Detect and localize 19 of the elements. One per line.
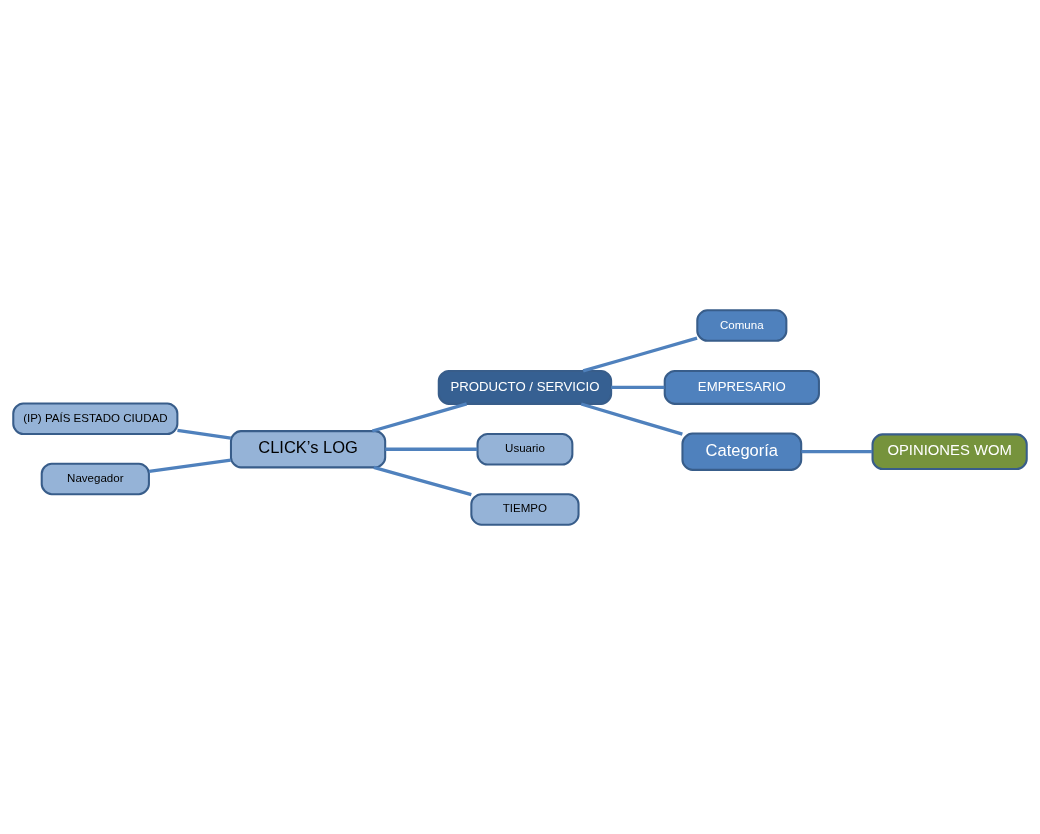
node-box: Navegador [40,462,150,495]
connector [385,447,478,451]
node-box: EMPRESARIO [663,369,820,405]
connector [801,449,873,453]
connector [371,401,468,433]
node-box: TIEMPO [470,492,580,526]
connector [582,336,698,372]
connector [177,428,232,440]
node-box: Categoría [681,432,803,471]
connector [580,401,683,436]
connector [373,465,472,496]
node-box: (IP) PAÍS ESTADO CIUDAD [12,401,179,435]
connector [148,457,231,473]
node-box: Usuario [476,432,574,466]
connector [611,385,665,389]
node-box: OPINIONES WOM [871,432,1028,470]
node-box: PRODUCTO / SERVICIO [437,369,613,405]
node-box: Comuna [696,308,788,342]
node-box: CLICK’s LOG [229,429,387,468]
